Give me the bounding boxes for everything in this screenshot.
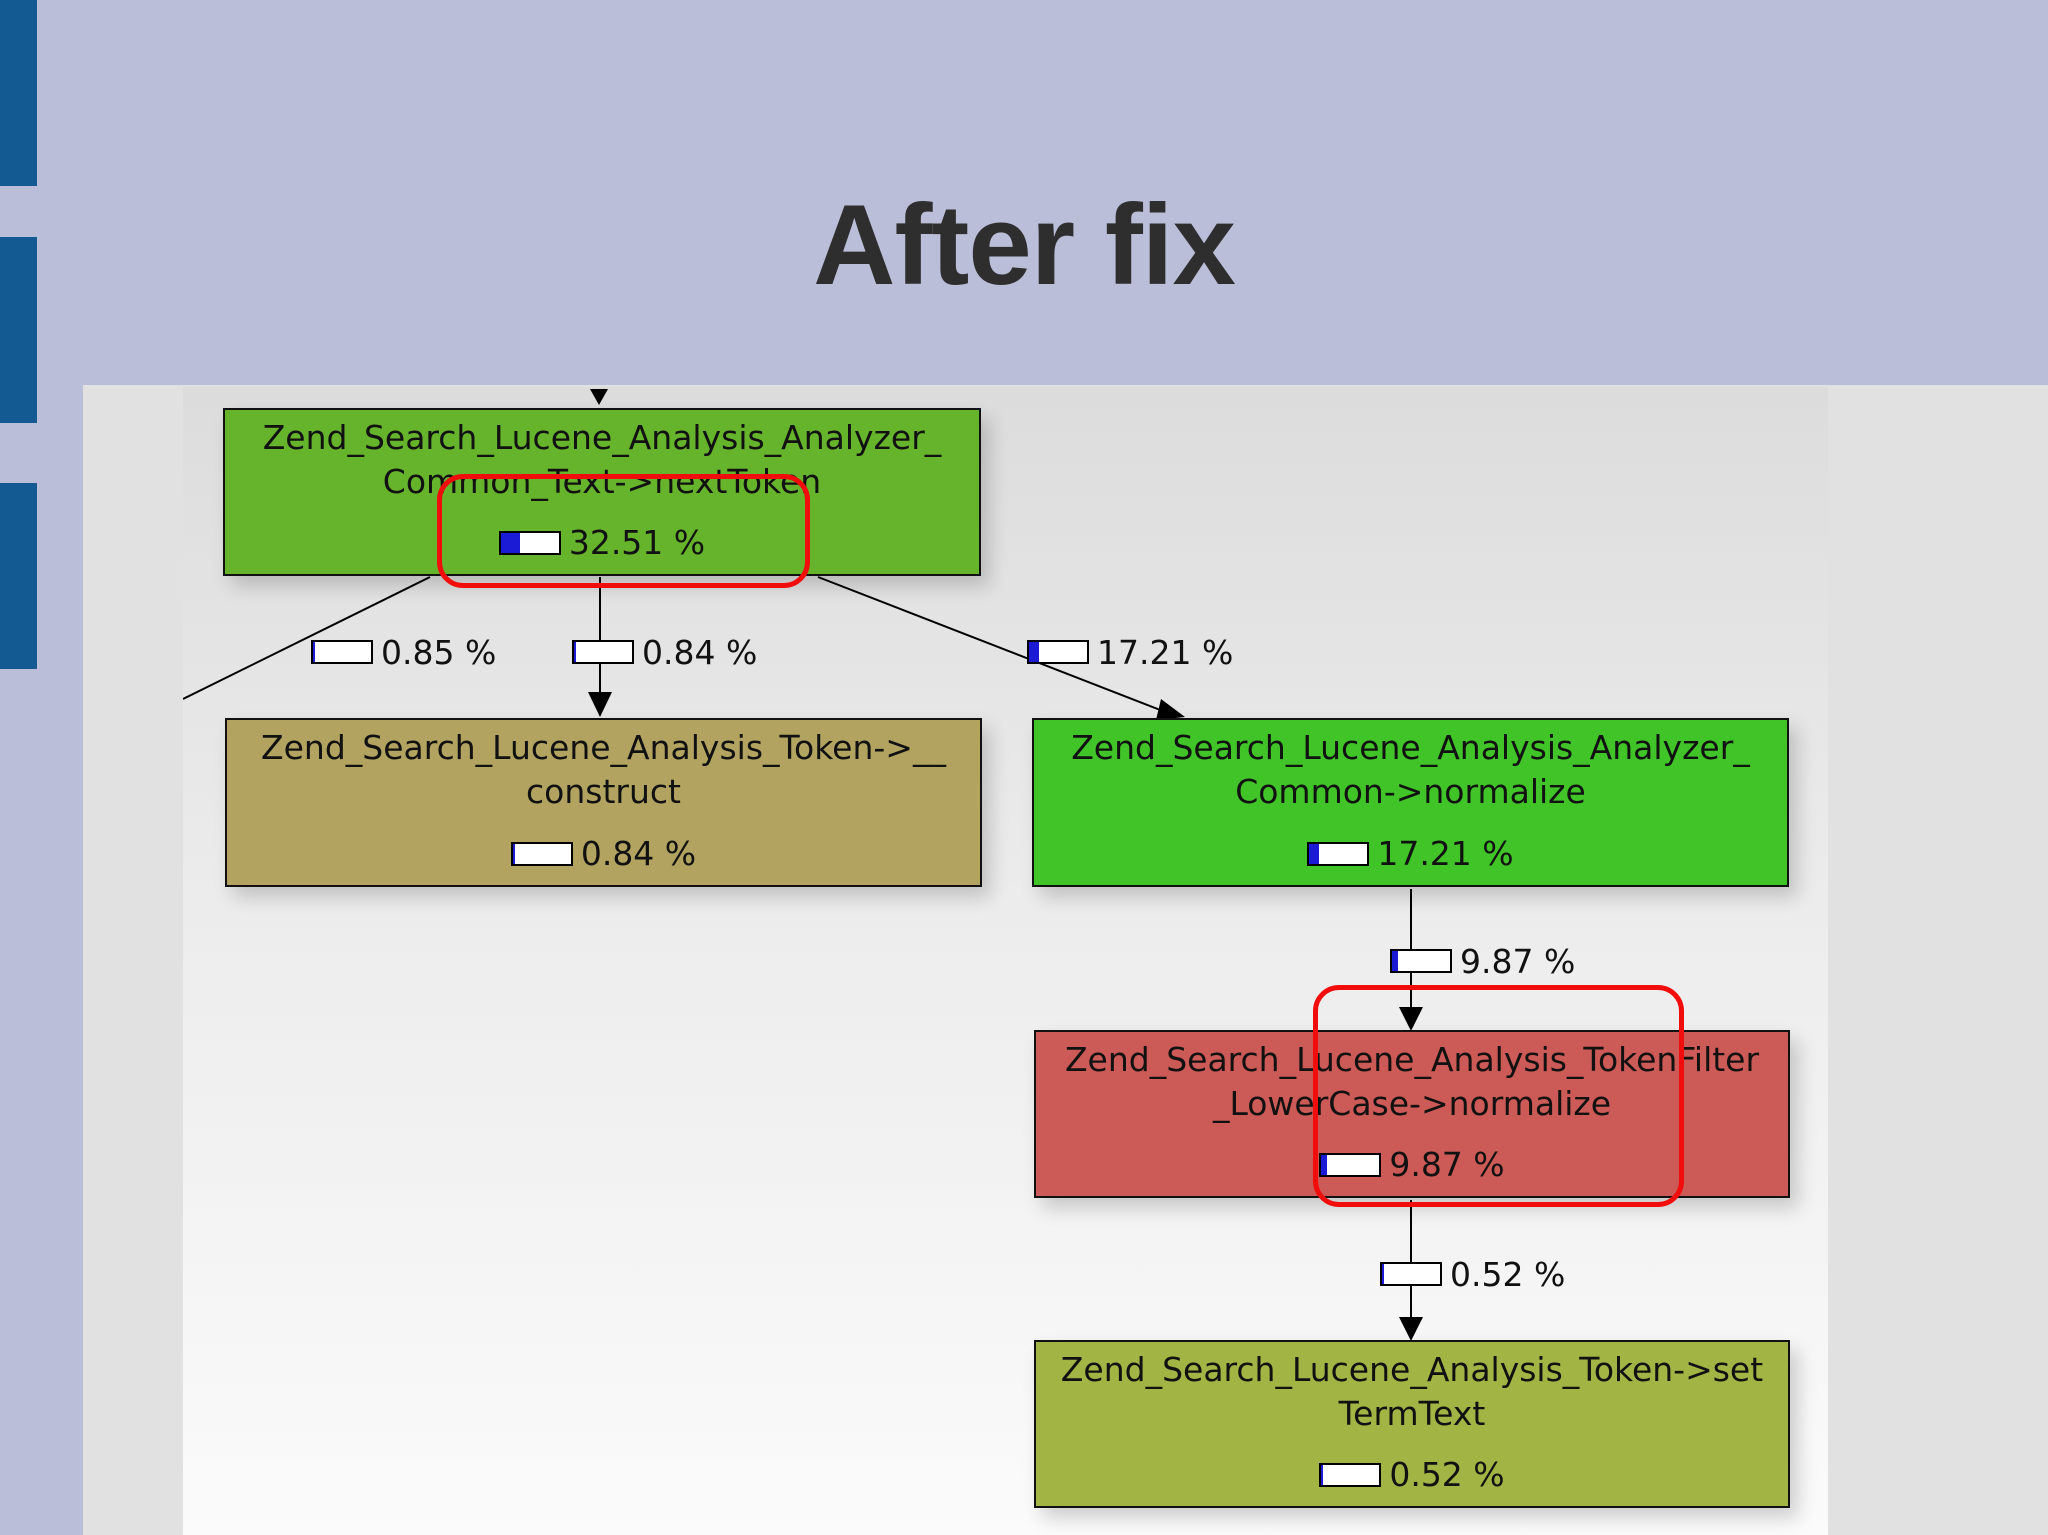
highlight-box-bottom <box>1313 985 1684 1207</box>
edge-percent: 9.87 % <box>1460 941 1576 981</box>
node-percent: 17.21 % <box>1377 834 1514 873</box>
node-name-line: Zend_Search_Lucene_Analysis_Token->set <box>1060 1350 1764 1389</box>
node-lowercase-normalize[interactable]: Zend_Search_Lucene_Analysis_TokenFilter … <box>1034 1030 1790 1198</box>
node-name-line: _LowerCase->normalize <box>1212 1084 1612 1123</box>
node-name-line: Zend_Search_Lucene_Analysis_TokenFilter <box>1064 1040 1760 1079</box>
slide-title: After fix <box>813 182 1236 309</box>
call-graph: Zend_Search_Lucene_Analysis_Analyzer_ Co… <box>183 387 1828 1535</box>
edge-label: 0.84 % <box>572 632 757 672</box>
percent-bar <box>1390 949 1452 973</box>
edge-percent: 0.84 % <box>642 632 758 672</box>
edge-arrow-3 <box>1399 1007 1423 1031</box>
percent-bar <box>1319 1153 1382 1177</box>
node-percent: 32.51 % <box>568 523 706 562</box>
percent-bar <box>1027 640 1089 664</box>
node-percent: 0.84 % <box>580 834 697 873</box>
percent-bar <box>1307 842 1370 866</box>
edge-label: 9.87 % <box>1390 941 1575 981</box>
side-tab-3 <box>0 483 37 669</box>
node-analyzer-normalize[interactable]: Zend_Search_Lucene_Analysis_Analyzer_ Co… <box>1032 718 1789 887</box>
node-name-line: Zend_Search_Lucene_Analysis_Analyzer_ <box>1071 728 1750 767</box>
percent-bar <box>510 842 573 866</box>
edge-line-2 <box>817 576 1169 714</box>
edge-label: 17.21 % <box>1027 632 1233 672</box>
highlight-box-top <box>437 474 810 588</box>
percent-bar <box>1319 1463 1382 1487</box>
node-set-term-text[interactable]: Zend_Search_Lucene_Analysis_Token->set T… <box>1034 1340 1790 1508</box>
edge-arrow-4 <box>1399 1317 1423 1341</box>
percent-bar <box>572 640 634 664</box>
percent-bar <box>498 531 561 555</box>
percent-bar <box>311 640 373 664</box>
node-name-line: TermText <box>1338 1394 1486 1433</box>
edge-line-0 <box>183 576 431 700</box>
side-tab-1 <box>0 0 37 186</box>
percent-bar <box>1380 1262 1442 1286</box>
node-name-line: construct <box>526 772 681 811</box>
node-name-line: Zend_Search_Lucene_Analysis_Analyzer_ <box>262 418 942 457</box>
edge-percent: 17.21 % <box>1097 632 1234 672</box>
edge-label: 0.52 % <box>1380 1254 1565 1294</box>
incoming-arrow <box>590 389 608 405</box>
node-name-line: Zend_Search_Lucene_Analysis_Token->__ <box>261 728 946 767</box>
edge-percent: 0.85 % <box>381 632 497 672</box>
node-token-construct[interactable]: Zend_Search_Lucene_Analysis_Token->__ co… <box>225 718 982 887</box>
edge-arrow-2 <box>1156 699 1185 720</box>
side-tab-2 <box>0 237 37 423</box>
node-percent: 0.52 % <box>1389 1455 1505 1494</box>
edge-arrow-1 <box>588 692 612 717</box>
node-name-line: Common->normalize <box>1235 772 1586 811</box>
node-percent: 9.87 % <box>1389 1145 1505 1184</box>
edge-label: 0.85 % <box>311 632 496 672</box>
edge-percent: 0.52 % <box>1450 1254 1566 1294</box>
